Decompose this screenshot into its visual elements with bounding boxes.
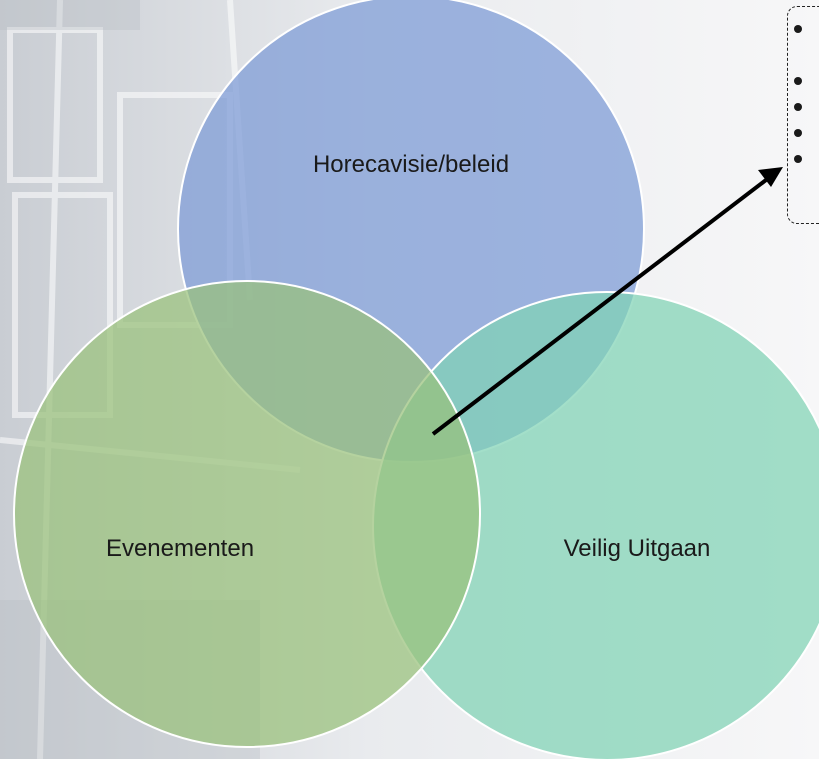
label-evenementen: Evenementen <box>106 535 254 562</box>
callout-box <box>787 6 819 224</box>
circle-evenementen[interactable] <box>13 280 481 748</box>
label-veilig-uitgaan: Veilig Uitgaan <box>564 535 711 562</box>
label-horecavisie: Horecavisie/beleid <box>313 151 509 178</box>
callout-bullet-1 <box>794 17 814 69</box>
callout-bullet-list <box>794 17 814 173</box>
callout-bullet-3 <box>794 95 814 121</box>
callout-bullet-2 <box>794 69 814 95</box>
callout-bullet-4 <box>794 121 814 147</box>
callout-bullet-5 <box>794 147 814 173</box>
callout-arrow <box>431 167 783 436</box>
